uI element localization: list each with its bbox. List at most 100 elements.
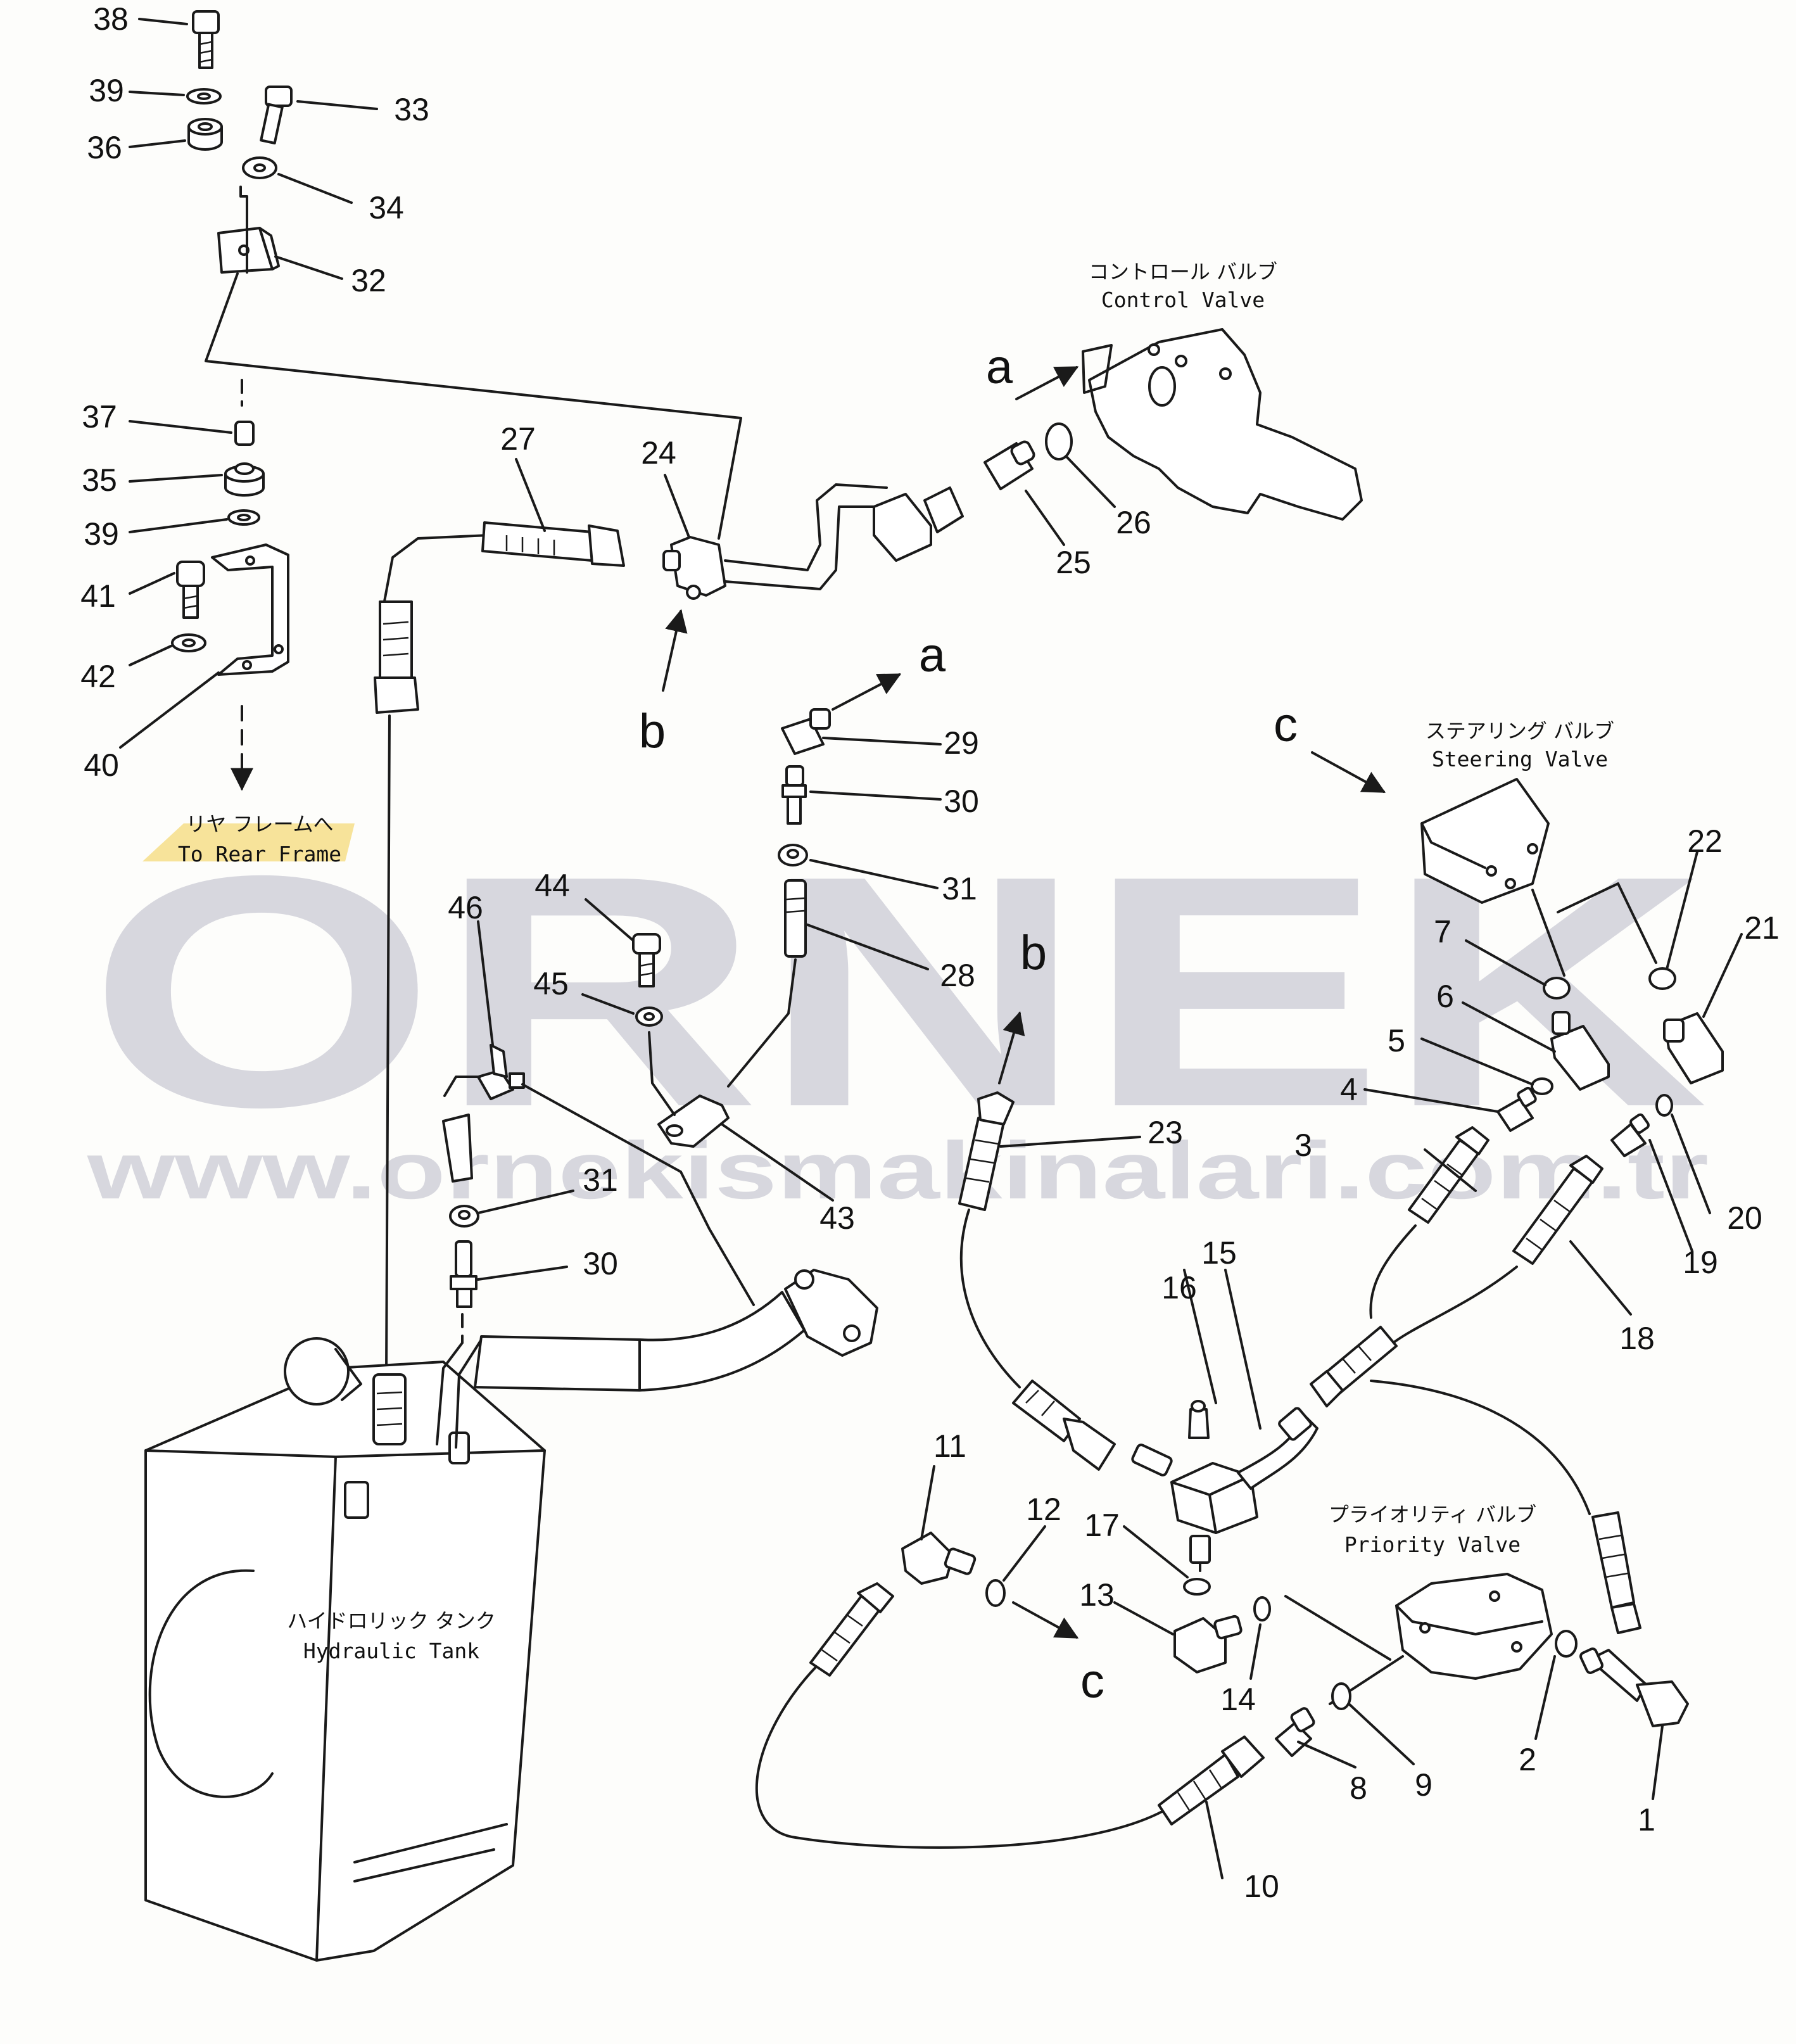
rear-frame-label-jp: リヤ フレームへ xyxy=(186,812,333,836)
clamp-43 xyxy=(657,1095,730,1148)
elbow-11 xyxy=(901,1532,977,1585)
washer-34 xyxy=(242,156,277,179)
ref-c-bottom: c xyxy=(1080,1654,1104,1708)
control-valve-label-en: Control Valve xyxy=(1101,288,1265,312)
suction-pipe xyxy=(436,1338,483,1449)
washer-39-top xyxy=(186,88,222,105)
part-number-29: 29 xyxy=(944,725,979,761)
part-number-14: 14 xyxy=(1220,1682,1256,1717)
o-ring-12 xyxy=(985,1579,1006,1607)
bolt-33 xyxy=(260,86,293,145)
o-ring-5 xyxy=(1531,1077,1553,1095)
part-number-22: 22 xyxy=(1687,823,1723,859)
part-number-19: 19 xyxy=(1683,1245,1718,1280)
grease-nipple-16 xyxy=(1188,1400,1210,1439)
pin-37 xyxy=(234,421,255,446)
leader-lines xyxy=(119,18,1743,1879)
connector-30-upper xyxy=(781,765,807,825)
steering-valve xyxy=(1420,778,1550,904)
o-ring-20 xyxy=(1655,1094,1673,1117)
part-number-25: 25 xyxy=(1056,545,1091,580)
part-number-27: 27 xyxy=(500,421,536,457)
hose-fitting-27-lower xyxy=(374,600,419,714)
part-number-30-lower: 30 xyxy=(583,1246,618,1281)
elbow-29 xyxy=(781,708,831,755)
hose-fitting-1-upper xyxy=(1591,1511,1641,1634)
spacer-36 xyxy=(187,118,223,151)
part-number-1: 1 xyxy=(1638,1802,1655,1838)
nut-35 xyxy=(224,462,265,497)
ref-a-mid: a xyxy=(919,628,946,682)
part-number-30-upper: 30 xyxy=(944,784,979,819)
connector-4 xyxy=(1496,1086,1537,1132)
part-number-3: 3 xyxy=(1294,1127,1312,1163)
hose-fitting-23-lower xyxy=(1012,1380,1116,1471)
bolt-38 xyxy=(192,10,220,69)
priority-valve-label-en: Priority Valve xyxy=(1344,1532,1521,1557)
connector-19 xyxy=(1610,1113,1650,1157)
washer-39-lower xyxy=(227,509,260,526)
part-number-4: 4 xyxy=(1340,1072,1358,1107)
hose-18 xyxy=(1512,1155,1603,1265)
manifold-block xyxy=(1131,1407,1319,1572)
steering-valve-label-en: Steering Valve xyxy=(1432,747,1608,771)
clip-31-upper xyxy=(778,844,808,866)
part-number-13: 13 xyxy=(1079,1577,1115,1613)
elbow-1 xyxy=(1579,1647,1689,1727)
hose-fitting-27 xyxy=(481,521,625,567)
part-number-36: 36 xyxy=(87,130,122,165)
clip-31-lower xyxy=(449,1205,479,1228)
part-number-8: 8 xyxy=(1350,1770,1367,1806)
hose-line-10 xyxy=(755,1665,1163,1849)
elbow-13 xyxy=(1173,1615,1243,1673)
part-number-31-lower: 31 xyxy=(583,1162,618,1198)
part-number-42: 42 xyxy=(80,659,116,694)
o-ring-17 xyxy=(1183,1578,1211,1596)
ref-c-top: c xyxy=(1274,698,1298,752)
part-number-12: 12 xyxy=(1026,1492,1061,1527)
control-valve xyxy=(1082,328,1363,521)
part-number-33: 33 xyxy=(394,92,429,127)
hose-27 xyxy=(382,534,489,1376)
hose-10 xyxy=(1158,1736,1265,1825)
ref-b-mid: b xyxy=(1020,926,1047,980)
clamp-40 xyxy=(211,543,289,676)
part-number-34: 34 xyxy=(369,190,404,225)
part-number-21: 21 xyxy=(1744,910,1780,946)
part-number-43: 43 xyxy=(819,1200,855,1236)
bolt-44 xyxy=(632,933,661,987)
part-number-46: 46 xyxy=(448,890,483,925)
clip-46 xyxy=(477,1044,525,1100)
ref-b-top: b xyxy=(639,704,666,758)
rear-frame-label-en: To Rear Frame xyxy=(178,842,341,866)
part-number-10: 10 xyxy=(1244,1869,1279,1904)
part-number-39-lower: 39 xyxy=(84,516,119,552)
hydraulic-tank xyxy=(144,1337,546,1962)
part-number-35: 35 xyxy=(82,462,117,498)
part-number-17: 17 xyxy=(1084,1508,1120,1543)
part-number-11: 11 xyxy=(933,1428,966,1464)
o-ring-9 xyxy=(1331,1682,1351,1710)
suction-hose xyxy=(474,1269,878,1392)
part-number-41: 41 xyxy=(80,578,116,614)
elbow-block-24-top xyxy=(873,486,964,562)
part-number-45: 45 xyxy=(533,966,569,1001)
part-number-24: 24 xyxy=(641,435,676,471)
part-number-18: 18 xyxy=(1619,1321,1655,1356)
part-number-9: 9 xyxy=(1415,1767,1432,1803)
part-number-32: 32 xyxy=(351,263,386,298)
connector-30-lower xyxy=(450,1240,477,1308)
hydraulic-tank-label-jp: ハイドロリック タンク xyxy=(287,1609,496,1633)
elbow-21 xyxy=(1663,1012,1724,1084)
part-number-20: 20 xyxy=(1727,1200,1762,1236)
part-number-31-upper: 31 xyxy=(942,871,977,906)
part-number-2: 2 xyxy=(1519,1742,1536,1777)
hydraulic-tank-label-en: Hydraulic Tank xyxy=(303,1639,479,1663)
o-ring-26 xyxy=(1045,422,1073,460)
control-valve-label-jp: コントロール バルブ xyxy=(1089,260,1277,284)
hose-fitting-11-lower xyxy=(809,1582,894,1677)
o-ring-2 xyxy=(1555,1630,1578,1658)
part-number-26: 26 xyxy=(1116,505,1151,540)
tube-24 xyxy=(724,483,888,571)
